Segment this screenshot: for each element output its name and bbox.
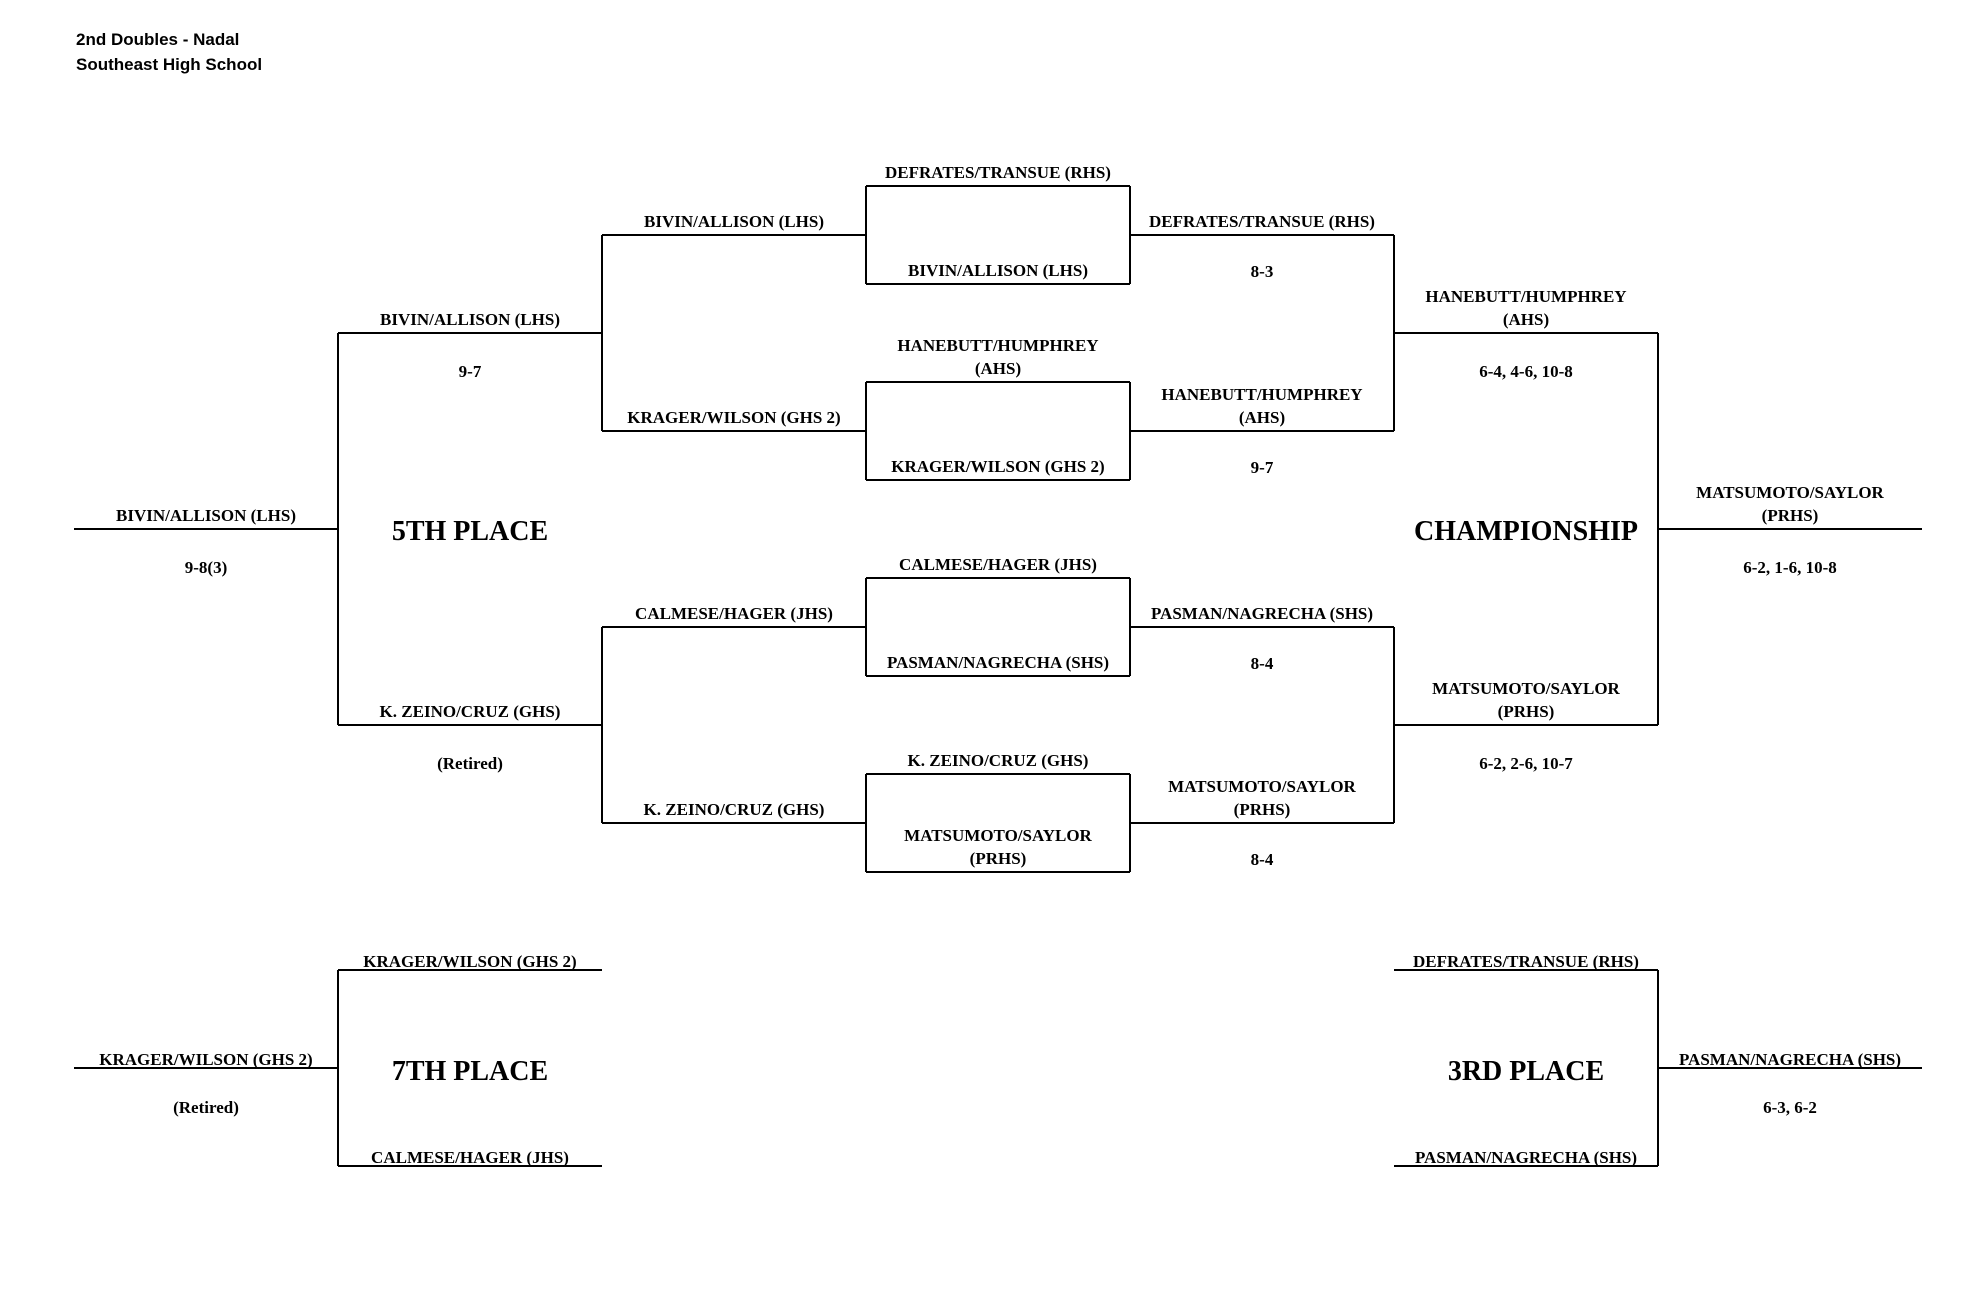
team-label: BIVIN/ALLISON (LHS) [908, 261, 1088, 280]
team-label: K. ZEINO/CRUZ (GHS) [644, 800, 825, 819]
match-score: (Retired) [173, 1098, 239, 1117]
team-label: BIVIN/ALLISON (LHS) [644, 212, 824, 231]
section-title: 3RD PLACE [1448, 1056, 1604, 1087]
team-label: MATSUMOTO/SAYLOR [1168, 777, 1356, 796]
team-label: (AHS) [1503, 310, 1549, 329]
team-label: CALMESE/HAGER (JHS) [371, 1148, 569, 1167]
team-label: K. ZEINO/CRUZ (GHS) [908, 751, 1089, 770]
team-label: CALMESE/HAGER (JHS) [635, 604, 833, 623]
team-label: KRAGER/WILSON (GHS 2) [627, 408, 840, 427]
match-score: 6-2, 2-6, 10-7 [1479, 754, 1573, 773]
team-label: MATSUMOTO/SAYLOR [1696, 483, 1884, 502]
team-label: DEFRATES/TRANSUE (RHS) [1149, 212, 1375, 231]
match-score: 8-4 [1251, 850, 1274, 869]
match-score: (Retired) [437, 754, 503, 773]
team-label: K. ZEINO/CRUZ (GHS) [380, 702, 561, 721]
team-label: (AHS) [975, 359, 1021, 378]
venue-name: Southeast High School [76, 55, 263, 74]
team-label: PASMAN/NAGRECHA (SHS) [1151, 604, 1373, 623]
match-score: 6-3, 6-2 [1763, 1098, 1817, 1117]
team-label: (PRHS) [970, 849, 1027, 868]
team-label: KRAGER/WILSON (GHS 2) [891, 457, 1104, 476]
team-label: MATSUMOTO/SAYLOR [904, 826, 1092, 845]
team-label: HANEBUTT/HUMPHREY [1161, 385, 1362, 404]
section-title: CHAMPIONSHIP [1414, 516, 1638, 547]
bracket-lines [74, 185, 1922, 1167]
match-score: 6-2, 1-6, 10-8 [1743, 558, 1836, 577]
team-label: MATSUMOTO/SAYLOR [1432, 679, 1620, 698]
team-label: (PRHS) [1762, 506, 1819, 525]
match-score: 9-8(3) [185, 558, 227, 577]
team-label: BIVIN/ALLISON (LHS) [116, 506, 296, 525]
team-label: KRAGER/WILSON (GHS 2) [99, 1050, 312, 1069]
match-score: 8-4 [1251, 654, 1274, 673]
team-label: HANEBUTT/HUMPHREY [1425, 287, 1626, 306]
team-label: DEFRATES/TRANSUE (RHS) [885, 163, 1111, 182]
match-score: 9-7 [1251, 458, 1274, 477]
match-score: 8-3 [1251, 262, 1274, 281]
team-label: DEFRATES/TRANSUE (RHS) [1413, 952, 1639, 971]
event-title: 2nd Doubles - Nadal [76, 30, 240, 49]
team-label: PASMAN/NAGRECHA (SHS) [1679, 1050, 1901, 1069]
team-label: BIVIN/ALLISON (LHS) [380, 310, 560, 329]
match-score: 9-7 [459, 362, 482, 381]
team-label: (AHS) [1239, 408, 1285, 427]
team-label: KRAGER/WILSON (GHS 2) [363, 952, 576, 971]
section-title: 5TH PLACE [392, 516, 548, 547]
team-label: HANEBUTT/HUMPHREY [897, 336, 1098, 355]
team-label: (PRHS) [1234, 800, 1291, 819]
bracket-labels: DEFRATES/TRANSUE (RHS) BIVIN/ALLISON (LHS… [99, 163, 1901, 1167]
team-label: CALMESE/HAGER (JHS) [899, 555, 1097, 574]
team-label: (PRHS) [1498, 702, 1555, 721]
team-label: PASMAN/NAGRECHA (SHS) [887, 653, 1109, 672]
section-title: 7TH PLACE [392, 1056, 548, 1087]
match-score: 6-4, 4-6, 10-8 [1479, 362, 1572, 381]
team-label: PASMAN/NAGRECHA (SHS) [1415, 1148, 1637, 1167]
